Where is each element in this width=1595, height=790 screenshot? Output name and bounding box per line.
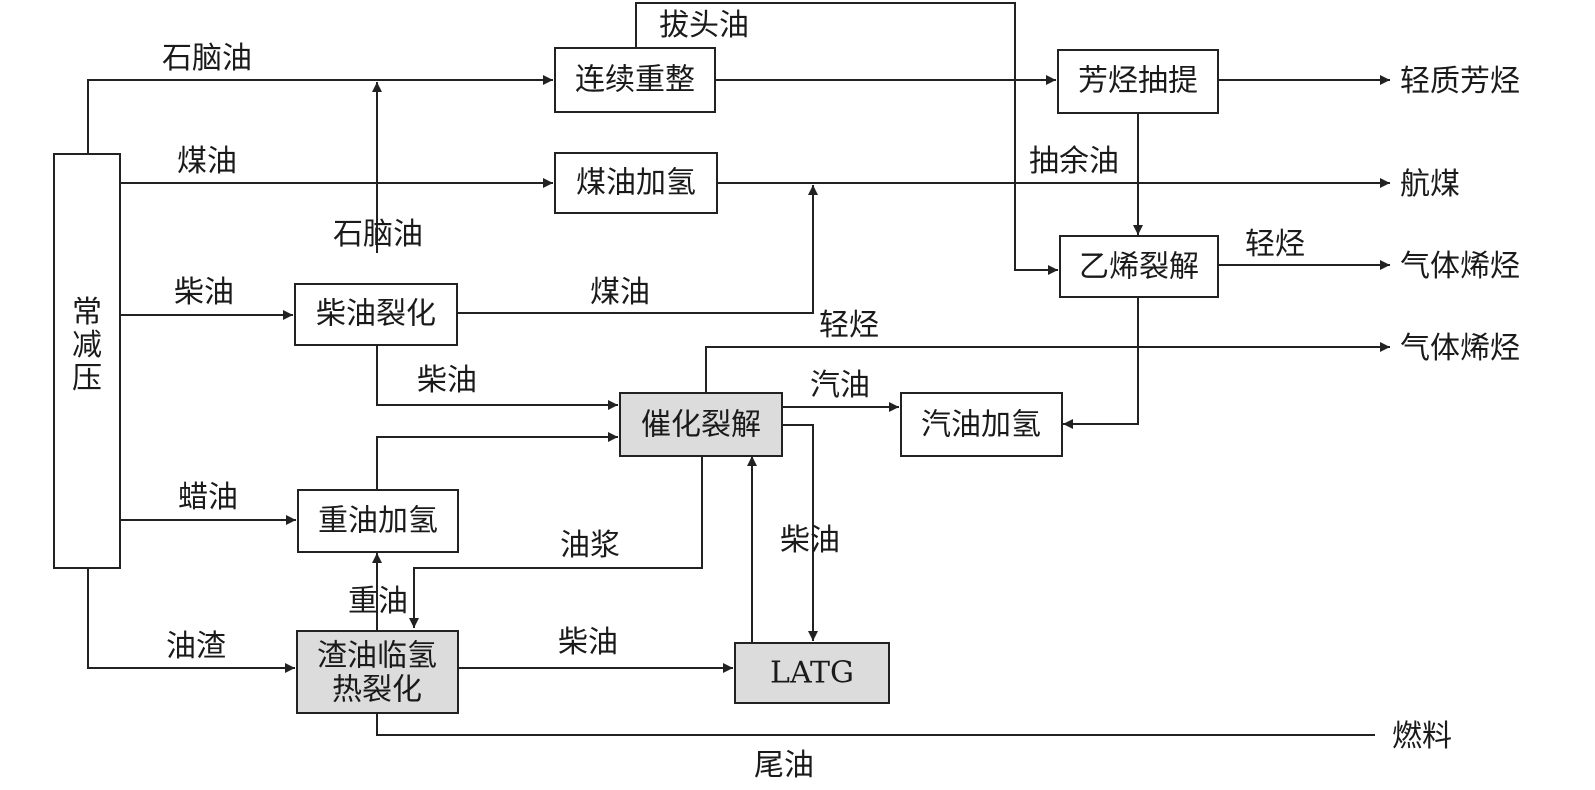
node-heavy-oil-hydro-label: 重油加氢	[318, 504, 438, 539]
flow-line-light-hc-mid	[705, 342, 1390, 393]
flow-line-heavy-hydro-to-cat	[376, 432, 618, 490]
label-diesel-bottom: 柴油	[558, 625, 618, 660]
flow-line-slurry	[409, 457, 703, 628]
flow-line-kerosene-mid	[457, 185, 818, 314]
node-residue-hydrocracking: 渣油临氢 热裂化	[296, 630, 459, 714]
flow-line-topping-oil	[635, 2, 1058, 275]
label-raffinate: 抽余油	[1029, 144, 1119, 179]
label-naphtha-mid: 石脑油	[333, 217, 423, 252]
label-kerosene-mid: 煤油	[590, 275, 650, 310]
label-light-hc: 轻烃	[1245, 227, 1305, 262]
node-diesel-cracking: 柴油裂化	[294, 283, 458, 346]
flow-line-diesel-mid	[376, 345, 618, 410]
label-diesel: 柴油	[174, 275, 234, 310]
node-kerosene-hydro-label: 煤油加氢	[576, 166, 696, 201]
node-diesel-cracking-label: 柴油裂化	[316, 297, 436, 332]
label-light-hc-mid: 轻烃	[819, 308, 879, 343]
node-cont-reform: 连续重整	[554, 47, 716, 113]
node-ethylene-cracking-label: 乙烯裂解	[1079, 250, 1199, 285]
flow-line-diesel-latg	[782, 424, 818, 641]
node-aromatic-extraction-label: 芳烃抽提	[1078, 64, 1198, 99]
node-atm-vac-label: 常减压	[72, 295, 102, 396]
node-cat-cracking-label: 催化裂解	[641, 408, 761, 443]
label-residue: 油渣	[166, 629, 226, 664]
label-diesel-mid: 柴油	[417, 363, 477, 398]
node-kerosene-hydro: 煤油加氢	[554, 152, 718, 214]
label-tail-oil: 尾油	[754, 748, 814, 783]
label-wax-oil: 蜡油	[178, 480, 238, 515]
product-jet-fuel: 航煤	[1400, 167, 1460, 202]
flow-line-naphtha	[87, 75, 553, 153]
node-gasoline-hydro: 汽油加氢	[900, 392, 1063, 457]
label-topping-oil: 拔头油	[659, 8, 749, 43]
node-aromatic-extraction: 芳烃抽提	[1057, 49, 1219, 114]
node-ethylene-cracking: 乙烯裂解	[1059, 235, 1219, 298]
node-atm-vac: 常减压	[53, 153, 121, 569]
product-fuel: 燃料	[1392, 719, 1452, 754]
node-gasoline-hydro-label: 汽油加氢	[921, 408, 1041, 443]
node-heavy-oil-hydro: 重油加氢	[297, 489, 459, 553]
node-residue-hydrocracking-label-2: 热裂化	[332, 673, 422, 708]
label-kerosene: 煤油	[177, 144, 237, 179]
product-light-aromatics: 轻质芳烃	[1400, 64, 1520, 99]
node-residue-hydrocracking-label-1: 渣油临氢	[317, 639, 437, 674]
label-gasoline: 汽油	[810, 368, 870, 403]
label-slurry: 油浆	[560, 528, 620, 563]
label-diesel-latg: 柴油	[780, 523, 840, 558]
flow-line-residue	[87, 568, 295, 673]
node-latg-label: LATG	[770, 656, 854, 691]
product-gas-olefins-1: 气体烯烃	[1400, 249, 1520, 284]
label-heavy-oil: 重油	[348, 584, 408, 619]
node-cat-cracking: 催化裂解	[619, 392, 783, 457]
flow-line-tail-oil	[376, 714, 1375, 736]
node-cont-reform-label: 连续重整	[575, 63, 695, 98]
flow-line-cracking-to-gasoline-hydro	[1063, 298, 1139, 429]
label-naphtha-top: 石脑油	[162, 41, 252, 76]
product-gas-olefins-2: 气体烯烃	[1400, 331, 1520, 366]
node-latg: LATG	[734, 642, 890, 704]
